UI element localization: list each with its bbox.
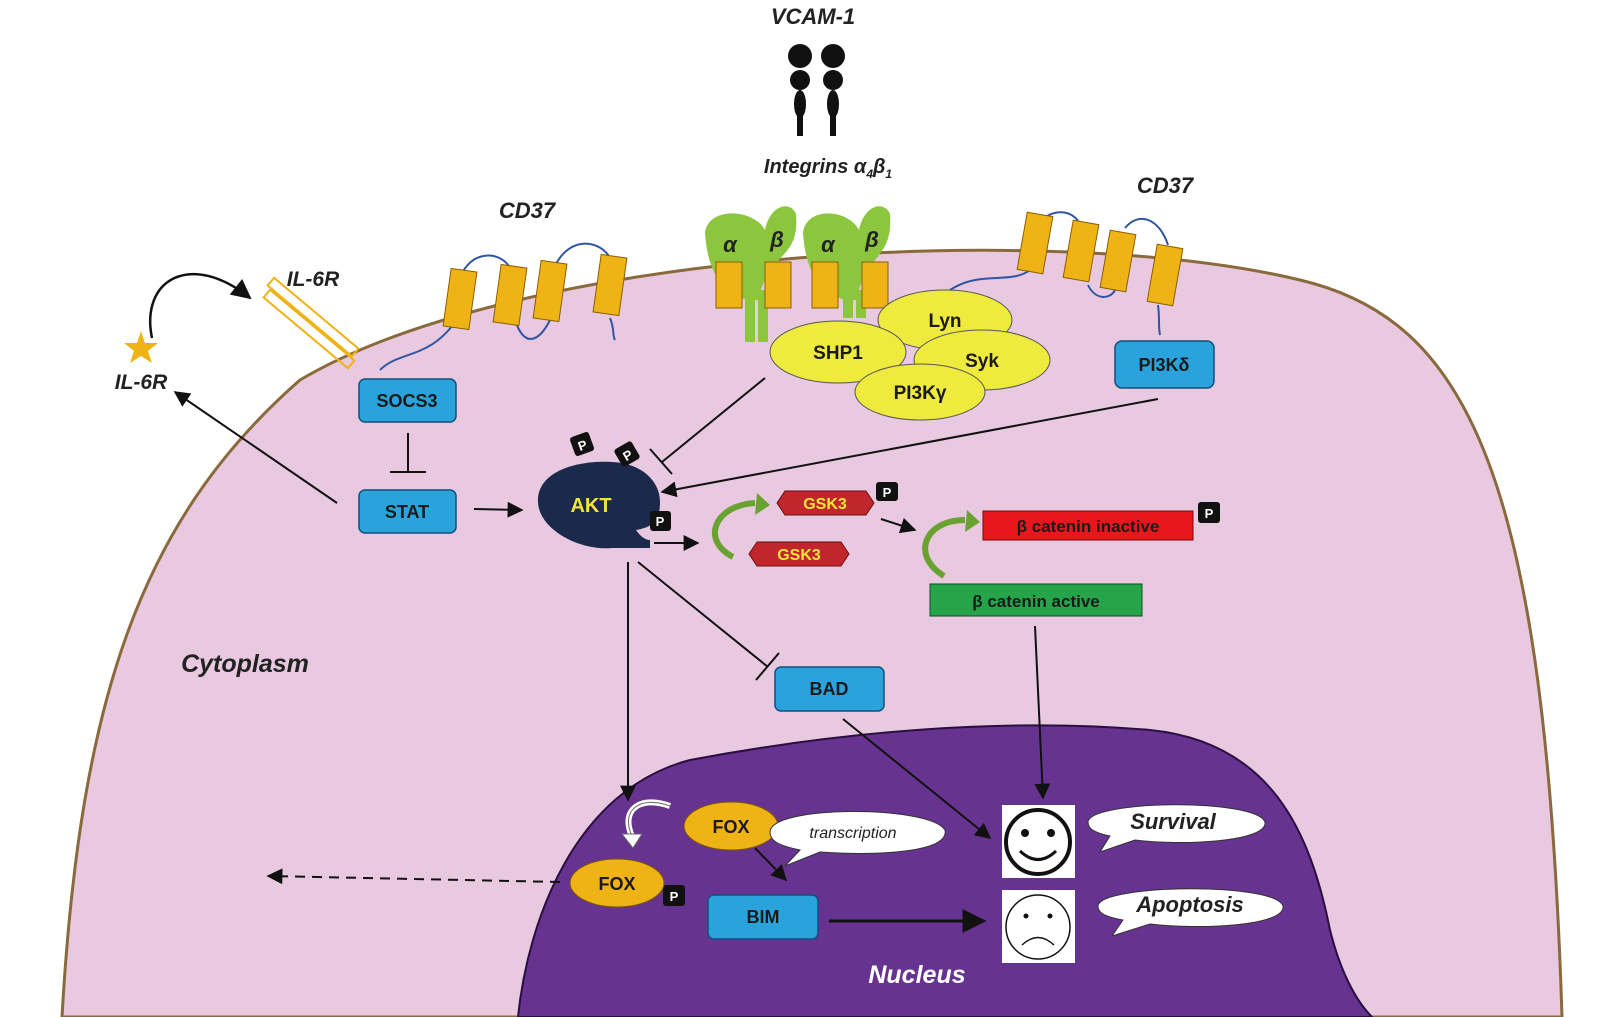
stat-box: STAT	[358, 489, 457, 534]
svg-text:PI3Kδ: PI3Kδ	[1139, 355, 1190, 375]
integrin-right: α β	[803, 206, 891, 318]
svg-text:SOCS3: SOCS3	[376, 391, 437, 411]
fox-phospho-node: FOX	[569, 858, 665, 908]
il6r-receptor	[262, 276, 360, 370]
grey-curved-arrow-outline	[627, 801, 671, 837]
svg-text:β catenin inactive: β catenin inactive	[1017, 517, 1160, 536]
gsk3-to-catenin-arrow	[880, 517, 917, 534]
svg-text:Lyn: Lyn	[928, 311, 961, 332]
survival-callout: Survival	[1087, 804, 1266, 853]
svg-text:Syk: Syk	[965, 351, 999, 372]
vcam-molecule	[788, 44, 845, 136]
il6-ligand-star-icon	[124, 331, 158, 363]
svg-text:P: P	[1205, 506, 1214, 521]
integrin-left: α β	[705, 206, 797, 342]
akt-inhibit-bad	[637, 561, 769, 668]
beta-catenin-inactive: β catenin inactive	[982, 510, 1194, 541]
socs3-box: SOCS3	[358, 378, 457, 423]
gsk3-phospho-node: GSK3	[776, 490, 875, 516]
fox-export-dashed-arrow	[266, 868, 561, 885]
catenin-to-survival-arrow	[1034, 625, 1051, 800]
svg-text:P: P	[670, 889, 679, 904]
bad-box: BAD	[774, 666, 885, 712]
pi3kd-box: PI3Kδ	[1114, 340, 1215, 389]
cytoplasm-label: Cytoplasm	[181, 650, 309, 678]
cd37-right	[949, 211, 1184, 336]
phospho-tag: P	[1198, 502, 1220, 523]
svg-text:transcription: transcription	[809, 825, 896, 842]
bad-to-survival-arrow	[842, 718, 992, 840]
apoptosis-callout: Apoptosis	[1097, 888, 1284, 937]
svg-text:AKT: AKT	[570, 495, 611, 517]
svg-text:α: α	[723, 232, 738, 257]
svg-text:BIM: BIM	[747, 907, 780, 927]
apoptosis-frown-icon	[1002, 890, 1075, 963]
svg-text:BAD: BAD	[810, 679, 849, 699]
il6r-arc-arrow	[149, 272, 252, 339]
gsk3-node: GSK3	[748, 541, 850, 567]
green-arrowhead	[965, 510, 980, 532]
pi3kd-to-akt-arrow	[660, 398, 1159, 498]
stat-to-il6r-arrow	[173, 391, 338, 504]
fox-node: FOX	[683, 801, 779, 851]
green-curved-arrow	[922, 517, 966, 579]
phospho-tag: P	[663, 885, 685, 906]
svg-text:GSK3: GSK3	[803, 496, 847, 513]
svg-text:Apoptosis: Apoptosis	[1135, 892, 1244, 917]
inhibit-bar	[649, 448, 673, 475]
svg-text:FOX: FOX	[598, 874, 635, 894]
svg-text:GSK3: GSK3	[777, 547, 821, 564]
phospho-tag: P	[570, 432, 594, 456]
il6r-receptor-label: IL-6R	[287, 268, 340, 291]
green-curved-arrow	[711, 500, 756, 560]
phospho-tag: P	[614, 441, 640, 467]
svg-text:P: P	[883, 485, 892, 500]
kinase-complex: Lyn SHP1 Syk PI3Kγ	[769, 289, 1051, 421]
cd37-right-label: CD37	[1137, 173, 1195, 198]
phospho-tag: P	[876, 482, 898, 501]
vcam-label: VCAM-1	[771, 4, 855, 29]
svg-text:Survival: Survival	[1130, 809, 1216, 834]
akt-node: AKT	[537, 461, 660, 549]
cd37-left-label: CD37	[499, 198, 557, 223]
svg-text:SHP1: SHP1	[813, 343, 863, 364]
svg-text:PI3Kγ: PI3Kγ	[894, 383, 947, 404]
svg-text:β: β	[864, 227, 879, 252]
inhibit-bar	[755, 652, 780, 681]
shp1-node	[769, 320, 907, 384]
svg-text:α: α	[821, 232, 836, 257]
il6r-ligand-label: IL-6R	[115, 371, 168, 394]
phospho-tag: P	[650, 511, 671, 531]
green-arrowhead	[755, 493, 770, 515]
bim-box: BIM	[707, 894, 819, 940]
fox-to-bim-arrow	[754, 847, 788, 882]
nucleus	[516, 724, 1374, 1017]
pi3kg-node	[854, 363, 986, 421]
integrins-label: Integrins α4β1	[764, 156, 893, 181]
beta-catenin-active: β catenin active	[929, 583, 1143, 617]
svg-text:FOX: FOX	[712, 817, 749, 837]
svg-text:STAT: STAT	[385, 502, 429, 522]
svg-text:P: P	[656, 514, 665, 529]
svg-text:β: β	[769, 227, 784, 252]
survival-smiley-icon	[1002, 805, 1075, 878]
svg-text:β catenin active: β catenin active	[972, 592, 1100, 611]
stat-to-akt-arrow	[473, 501, 524, 518]
transcription-callout: transcription	[769, 811, 946, 867]
grey-arrowhead	[620, 833, 643, 849]
cd37-left	[379, 242, 628, 371]
complex-inhibit-akt	[661, 377, 766, 463]
nucleus-label: Nucleus	[868, 961, 965, 989]
